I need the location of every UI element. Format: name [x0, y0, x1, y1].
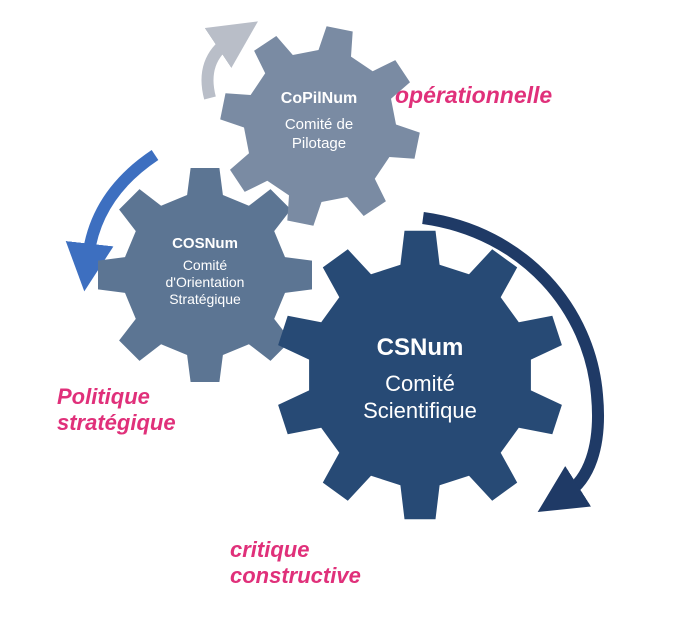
label-operationnelle: opérationnelle	[395, 82, 553, 108]
copilnum-text: CoPilNum Comité de Pilotage	[248, 90, 390, 153]
label-politique: Politique	[57, 384, 150, 409]
arrow-navy	[422, 212, 604, 513]
csnum-gear	[278, 230, 562, 520]
csnum-title: CSNum	[376, 334, 464, 361]
cosnum-line2: d'Orientation	[165, 274, 245, 290]
copilnum-gear	[220, 26, 420, 226]
cosnum-gear	[98, 168, 312, 382]
csnum-line1: Comité	[385, 371, 455, 396]
label-strategique: stratégique	[57, 410, 176, 436]
label-critique: critique	[230, 537, 310, 562]
label-politique-strategique: Politique stratégique	[57, 384, 176, 437]
cosnum-title: COSNum	[172, 235, 238, 252]
cosnum-line3: Stratégique	[169, 291, 241, 307]
copilnum-line2: Pilotage	[291, 135, 347, 152]
label-constructive: constructive	[230, 563, 361, 589]
label-critique-constructive: critique constructive	[230, 537, 361, 590]
cosnum-line1: Comité	[182, 257, 228, 273]
arrow-gray	[201, 21, 258, 100]
cosnum-text: COSNum Comité d'Orientation Stratégique	[135, 235, 275, 308]
csnum-line2: Scientifique	[363, 398, 477, 423]
copilnum-line1: Comité de	[284, 116, 354, 133]
csnum-text: CSNum Comité Scientifique	[335, 334, 505, 424]
arrow-blue	[65, 150, 159, 292]
copilnum-title: CoPilNum	[280, 90, 358, 107]
